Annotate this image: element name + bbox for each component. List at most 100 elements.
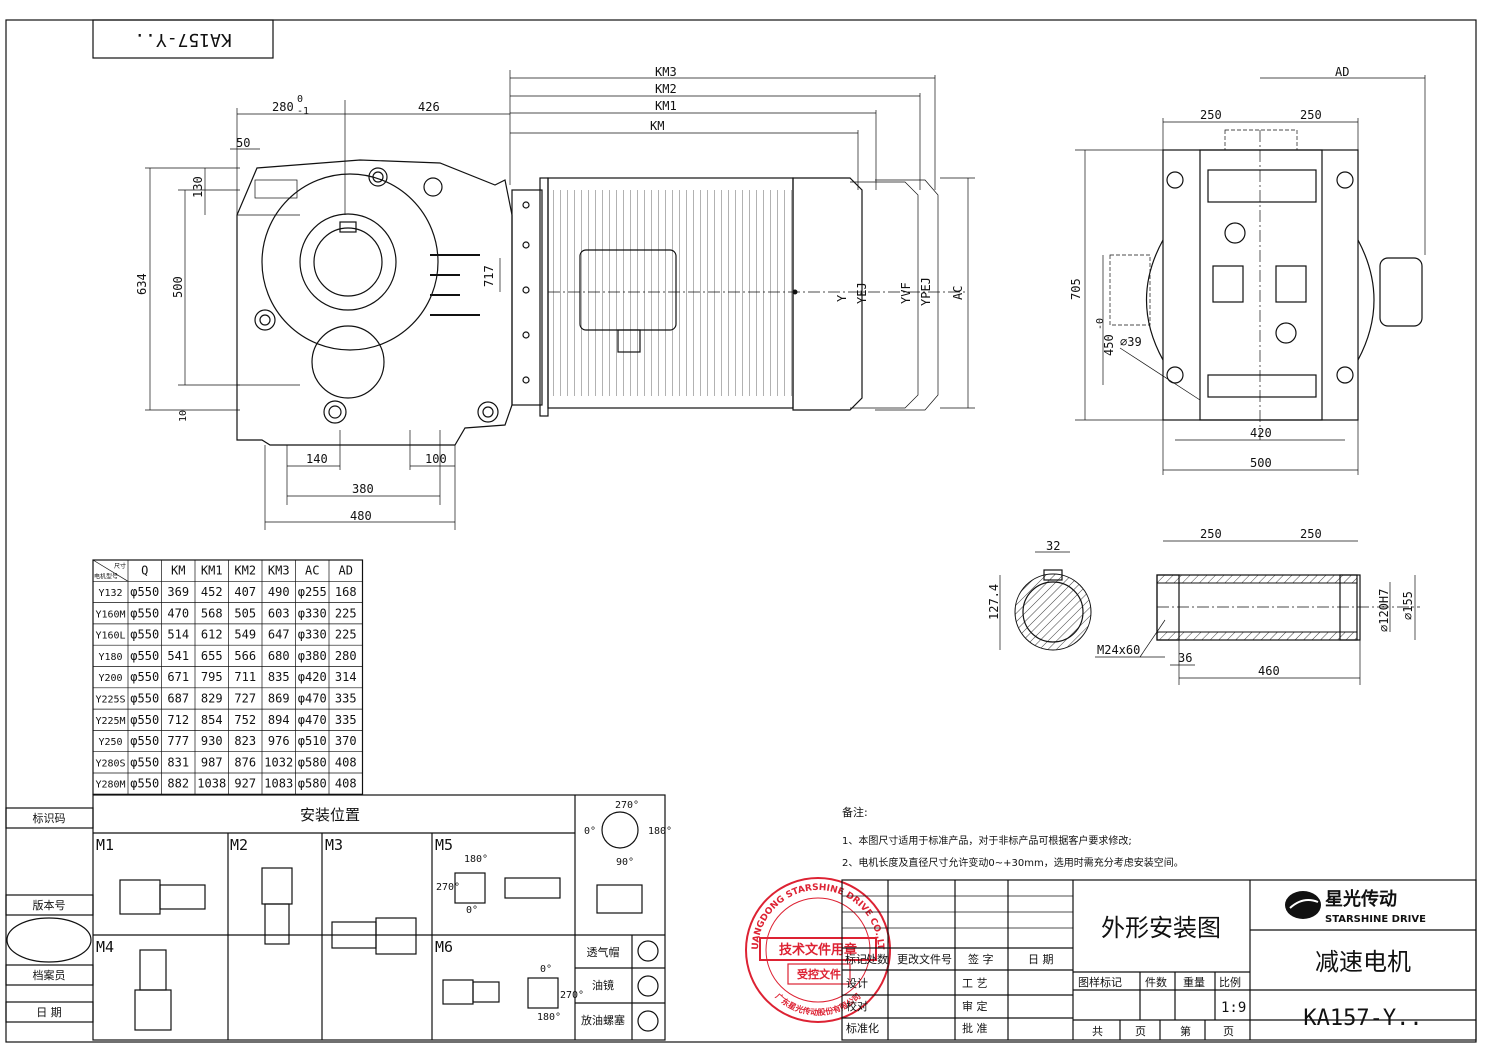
table-cell: φ550 — [130, 734, 159, 748]
table-cell: φ550 — [130, 585, 159, 599]
svg-text:420: 420 — [1250, 426, 1272, 440]
table-cell: Y280M — [95, 780, 125, 791]
table-cell: Y160M — [95, 609, 125, 620]
left-sidebar: 标识码 版本号 档案员 日 期 — [5, 807, 94, 1023]
table-cell: φ330 — [298, 606, 327, 620]
svg-text:油镜: 油镜 — [592, 978, 614, 992]
side-dimensions: AD 250 250 705 450 -0 ⌀39 420 500 — [1069, 65, 1426, 475]
table-cell: Y280S — [95, 758, 125, 769]
table-cell: 835 — [268, 670, 290, 684]
svg-text:受控文件: 受控文件 — [797, 967, 841, 981]
table-cell: 566 — [234, 649, 256, 663]
table-cell: φ550 — [130, 713, 159, 727]
svg-text:M6: M6 — [435, 938, 453, 956]
svg-text:36: 36 — [1178, 651, 1192, 665]
table-cell: 894 — [268, 713, 290, 727]
svg-text:AC: AC — [951, 286, 965, 300]
notes: 备注: 1、本图尺寸适用于标准产品，对于非标产品可根据客户要求修改; 2、电机长… — [842, 805, 1184, 869]
table-cell: 168 — [335, 585, 357, 599]
svg-text:安装位置: 安装位置 — [300, 806, 360, 824]
front-view — [236, 159, 975, 446]
svg-text:32: 32 — [1046, 539, 1060, 553]
table-cell: φ550 — [130, 606, 159, 620]
table-cell: 987 — [201, 755, 223, 769]
svg-text:M3: M3 — [325, 836, 343, 854]
table-cell: 869 — [268, 691, 290, 705]
table-cell: 452 — [201, 585, 223, 599]
svg-text:更改文件号: 更改文件号 — [897, 952, 952, 966]
table-cell: 876 — [234, 755, 256, 769]
table-cell: 795 — [201, 670, 223, 684]
mounting-positions: 安装位置 M1 M2 M3 M4 M5 M6 270° 180° 90° 0° … — [92, 794, 672, 1041]
svg-text:校对: 校对 — [846, 999, 868, 1013]
svg-text:500: 500 — [1250, 456, 1272, 470]
table-cell: 612 — [201, 628, 223, 642]
svg-text:1、本图尺寸适用于标准产品，对于非标产品可根据客户要求修改;: 1、本图尺寸适用于标准产品，对于非标产品可根据客户要求修改; — [842, 834, 1132, 847]
svg-text:0°: 0° — [466, 905, 478, 916]
table-cell: φ510 — [298, 734, 327, 748]
svg-text:YPEJ: YPEJ — [919, 277, 933, 306]
svg-text:250: 250 — [1300, 527, 1322, 541]
label-id-code: 标识码 — [33, 811, 66, 825]
svg-text:500: 500 — [171, 276, 185, 298]
company-stamp: GUANGDONG STARSHINE DRIVE CO.,LTD 广东星光传动… — [0, 0, 891, 1023]
svg-text:450: 450 — [1102, 334, 1116, 356]
table-cell: 823 — [234, 734, 256, 748]
svg-text:M1: M1 — [96, 836, 114, 854]
table-cell: 370 — [335, 734, 357, 748]
svg-text:0°: 0° — [584, 826, 596, 837]
svg-text:日 期: 日 期 — [1028, 953, 1054, 966]
table-cell: φ550 — [130, 670, 159, 684]
svg-text:100: 100 — [425, 452, 447, 466]
svg-text:备注:: 备注: — [842, 805, 868, 819]
label-date: 日 期 — [36, 1006, 62, 1019]
svg-text:YVF: YVF — [899, 282, 913, 304]
svg-text:0: 0 — [297, 94, 303, 105]
title-block: 标记 处数 更改文件号 签 字 日 期 设计 校对 标准化 工 艺 审 定 批 … — [841, 879, 1477, 1041]
table-cell: 408 — [335, 777, 357, 791]
table-cell: φ470 — [298, 713, 327, 727]
svg-text:KM2: KM2 — [655, 82, 677, 96]
hollow-shaft-outer — [299, 213, 397, 311]
table-cell: Y250 — [98, 737, 122, 748]
label-archivist: 档案员 — [33, 968, 66, 982]
label-version: 版本号 — [33, 898, 66, 912]
table-cell: φ550 — [130, 777, 159, 791]
table-cell: 752 — [234, 713, 256, 727]
svg-text:YEJ: YEJ — [855, 282, 869, 304]
table-cell: 680 — [268, 649, 290, 663]
svg-text:签 字: 签 字 — [968, 952, 994, 966]
svg-text:M24x60: M24x60 — [1097, 643, 1140, 657]
svg-text:M2: M2 — [230, 836, 248, 854]
table-cell: 831 — [167, 755, 189, 769]
table-cell: Y160L — [95, 631, 125, 642]
table-cell: 1038 — [197, 777, 226, 791]
table-header: Q — [141, 564, 148, 578]
table-cell: 727 — [234, 691, 256, 705]
svg-text:⌀155: ⌀155 — [1401, 591, 1415, 620]
table-cell: φ470 — [298, 691, 327, 705]
svg-text:共: 共 — [1092, 1025, 1103, 1038]
svg-text:Y: Y — [835, 294, 849, 302]
svg-text:KM3: KM3 — [655, 65, 677, 79]
svg-text:⌀120H7: ⌀120H7 — [1377, 589, 1391, 632]
svg-text:⌀39: ⌀39 — [1120, 335, 1142, 349]
table-header: AD — [339, 564, 353, 578]
motor-adapter — [511, 189, 543, 406]
svg-text:审 定: 审 定 — [962, 999, 988, 1013]
svg-text:比例: 比例 — [1219, 975, 1241, 989]
svg-text:AD: AD — [1335, 65, 1349, 79]
table-cell: 407 — [234, 585, 256, 599]
table-cell: 470 — [167, 606, 189, 620]
table-cell: 777 — [167, 734, 189, 748]
svg-text:0°: 0° — [540, 964, 552, 975]
table-cell: φ550 — [130, 691, 159, 705]
table-cell: 854 — [201, 713, 223, 727]
table-cell: 1032 — [264, 755, 293, 769]
svg-text:批 准: 批 准 — [962, 1021, 988, 1035]
table-cell: 687 — [167, 691, 189, 705]
svg-text:250: 250 — [1300, 108, 1322, 122]
svg-text:STARSHINE DRIVE: STARSHINE DRIVE — [1325, 914, 1426, 925]
svg-text:GUANGDONG STARSHINE DRIVE CO.,: GUANGDONG STARSHINE DRIVE CO.,LTD — [0, 0, 885, 951]
table-cell: 1083 — [264, 777, 293, 791]
